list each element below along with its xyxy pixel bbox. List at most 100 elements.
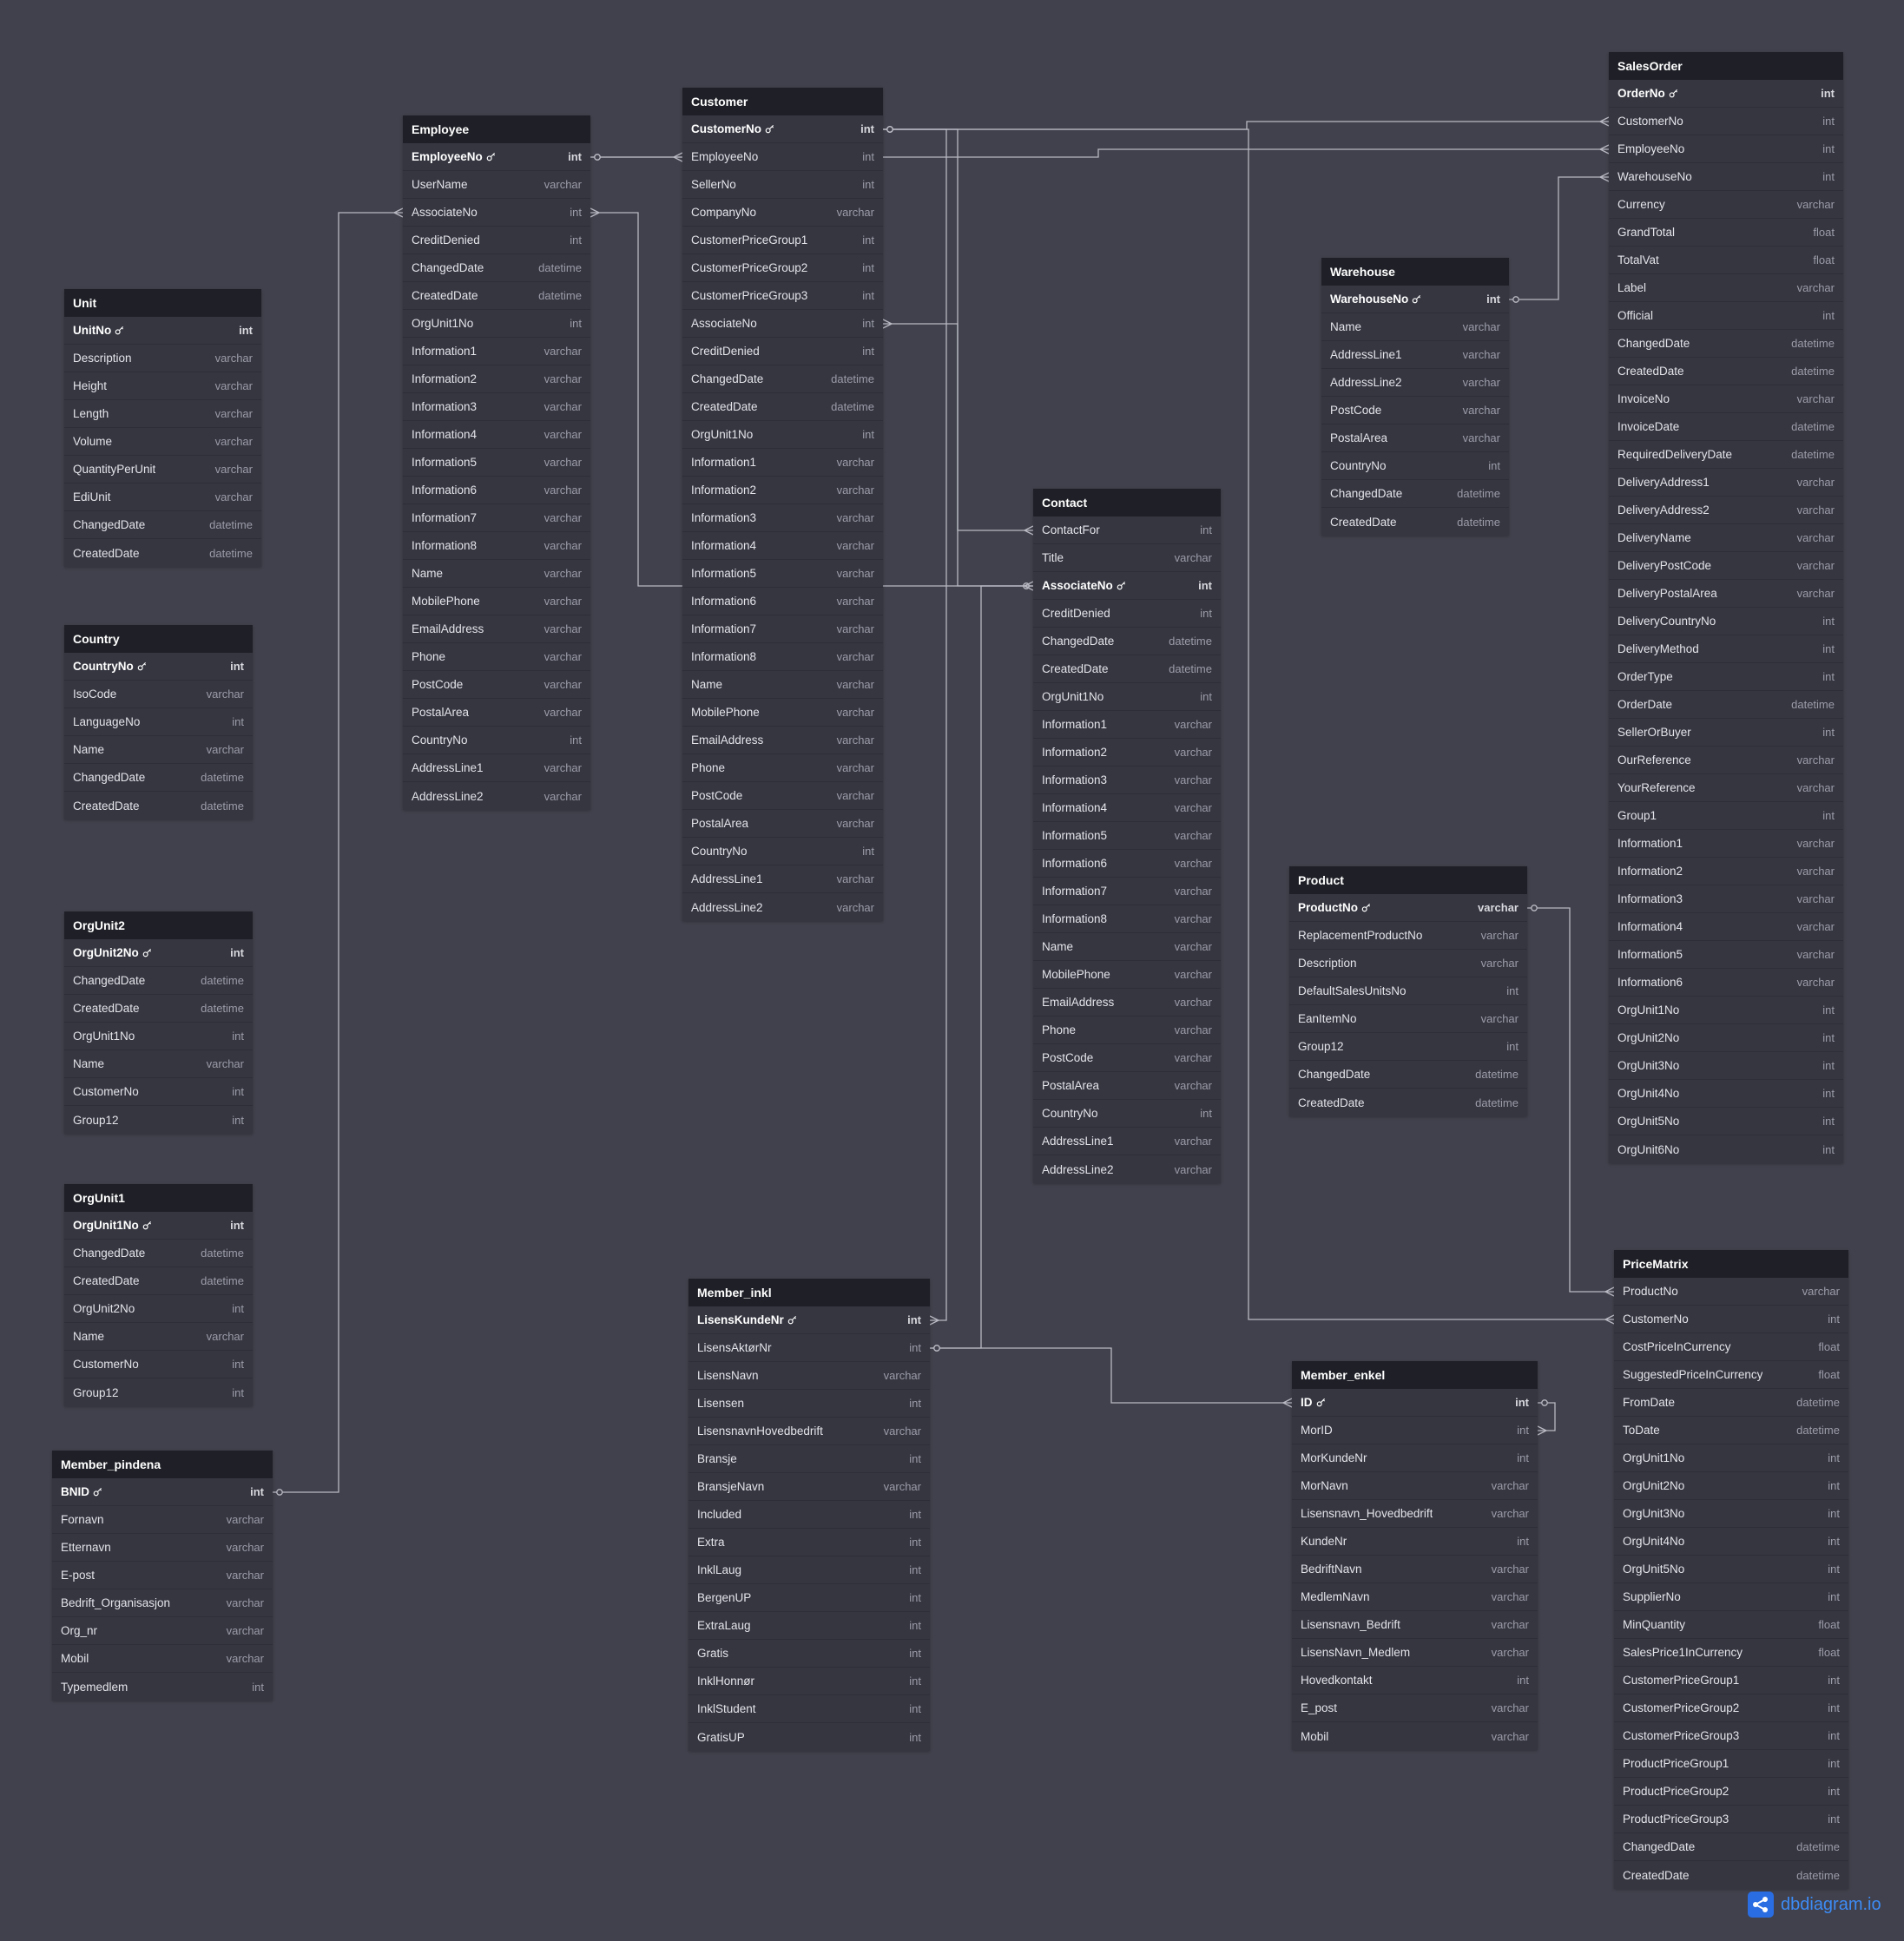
table-header[interactable]: OrgUnit1	[64, 1184, 253, 1212]
table-header[interactable]: Member_inkl	[688, 1279, 930, 1306]
table-header[interactable]: Country	[64, 625, 253, 653]
relation-edge[interactable]	[1509, 172, 1610, 303]
relation-edge[interactable]	[273, 207, 404, 1496]
table-header[interactable]: Unit	[64, 289, 261, 317]
relation-edge[interactable]	[1527, 905, 1615, 1297]
